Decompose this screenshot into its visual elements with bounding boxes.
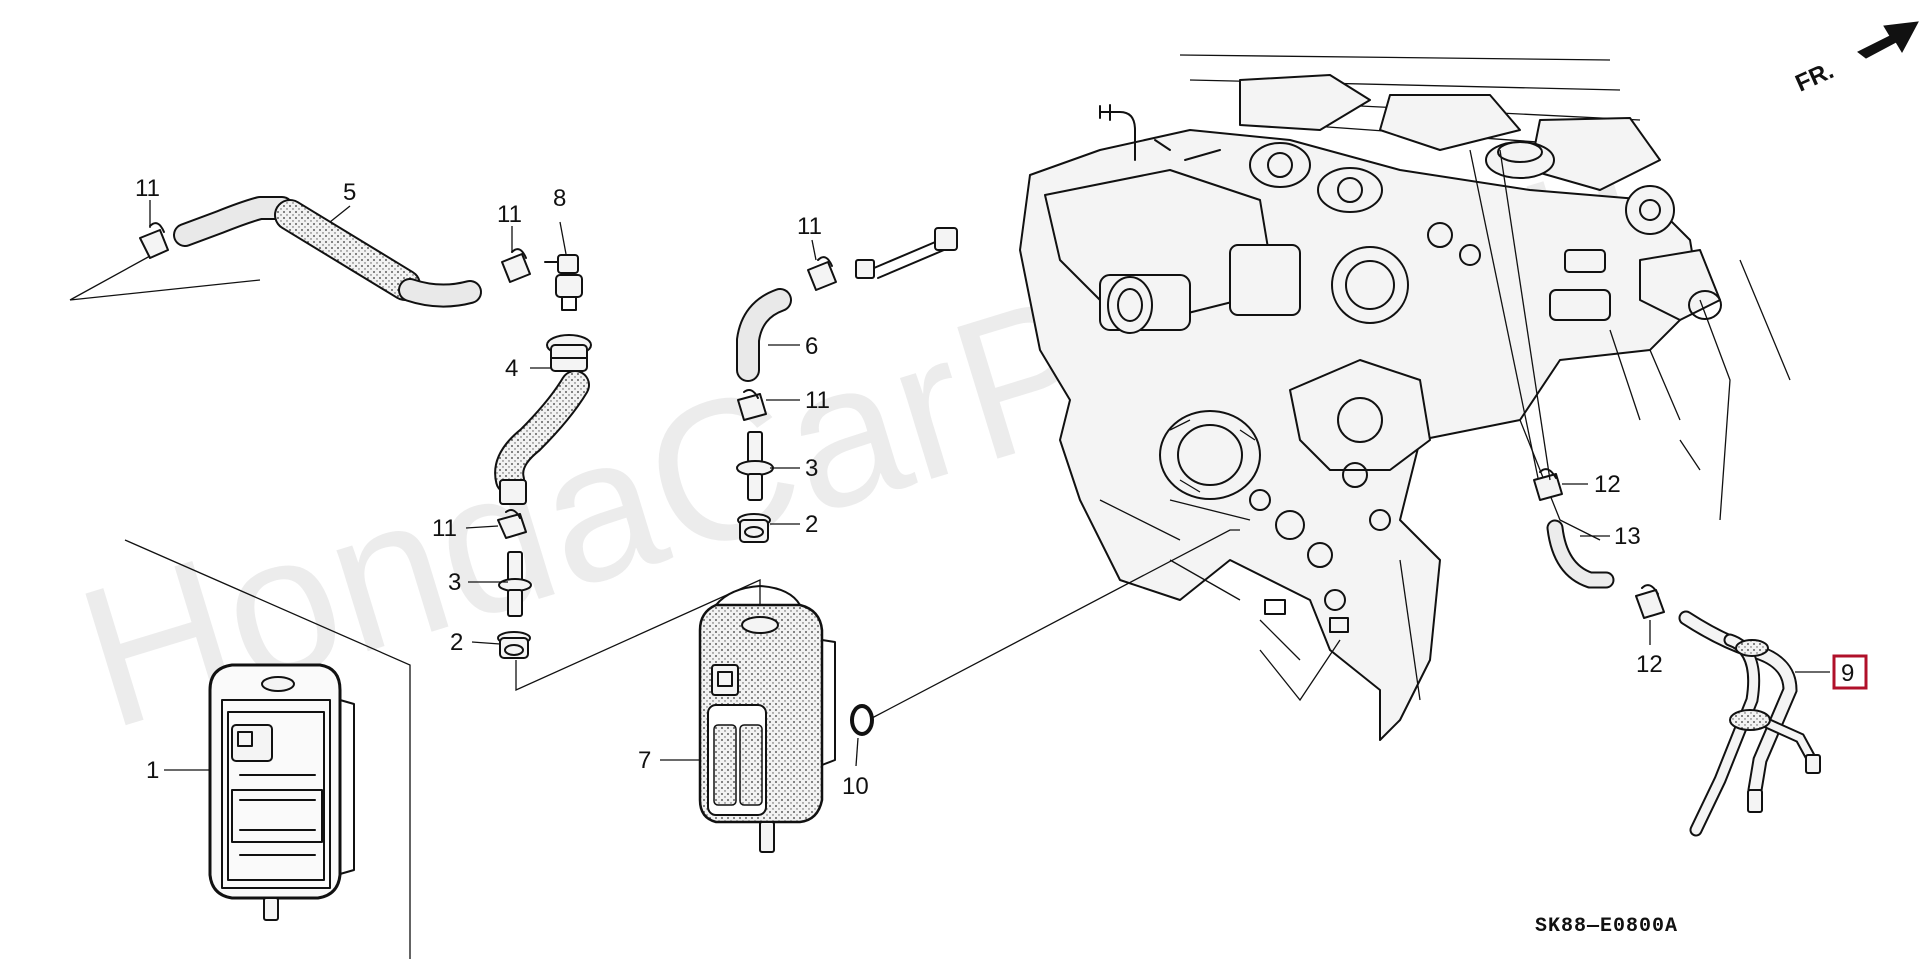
part-7-reservoir-tank (698, 585, 836, 853)
part-2-grommet-a (497, 631, 531, 659)
callout-11: 11 (135, 175, 160, 202)
front-direction-label: FR. (1791, 57, 1837, 97)
callout-11: 11 (432, 515, 457, 542)
part-2-grommet-b (737, 513, 771, 543)
callout-13: 13 (1614, 523, 1641, 550)
callout-3: 3 (805, 455, 818, 482)
part-3-fitting-b (736, 431, 774, 501)
distributor (1249, 142, 1383, 213)
callout-11: 11 (497, 201, 522, 228)
leader-lines (149, 200, 1830, 771)
callout-9: 9 (1841, 660, 1854, 687)
callout-11: 11 (797, 213, 822, 240)
callout-9-highlight: 9 (1832, 654, 1868, 690)
oil-filter (1159, 410, 1261, 500)
callout-10: 10 (842, 773, 869, 800)
part-11-clip-a (139, 222, 169, 259)
part-11-clip-e (737, 389, 767, 421)
part-1-reservoir-tank (124, 539, 411, 959)
oil-filler-cap (1485, 141, 1555, 179)
part-11-clip-b (501, 248, 531, 283)
bolt (855, 227, 958, 279)
callout-11: 11 (805, 387, 830, 414)
part-5-hose (173, 196, 482, 308)
part-4-hose (494, 334, 592, 505)
part-10-o-ring (850, 704, 874, 736)
part-6-hose (736, 288, 792, 382)
part-13-hose (1546, 519, 1615, 589)
callout-12: 12 (1636, 651, 1663, 678)
front-direction-arrow (1857, 21, 1919, 59)
callout-7: 7 (638, 747, 651, 774)
diagram-code: SK88—E0800A (1535, 915, 1678, 938)
callout-6: 6 (805, 333, 818, 360)
part-11-clip-d (807, 256, 837, 291)
part-9-water-pipe (1678, 610, 1821, 837)
part-12-clip-a (1533, 468, 1563, 501)
part-12-clip-b (1635, 584, 1665, 619)
callout-labels: 11 5 11 8 4 11 3 2 11 6 11 3 2 7 10 1 12… (135, 175, 1868, 800)
callout-3: 3 (448, 569, 461, 596)
callout-8: 8 (553, 185, 566, 212)
part-8-valve (544, 254, 583, 311)
engine-assembly (1019, 54, 1791, 741)
callout-1: 1 (146, 757, 159, 784)
callout-2: 2 (805, 511, 818, 538)
part-11-clip-c (497, 509, 527, 539)
front-direction-indicator: FR. (1791, 21, 1919, 97)
throttle-body (1229, 244, 1409, 324)
callout-5: 5 (343, 179, 356, 206)
callout-12: 12 (1594, 471, 1621, 498)
callout-2: 2 (450, 629, 463, 656)
callout-4: 4 (505, 355, 518, 382)
